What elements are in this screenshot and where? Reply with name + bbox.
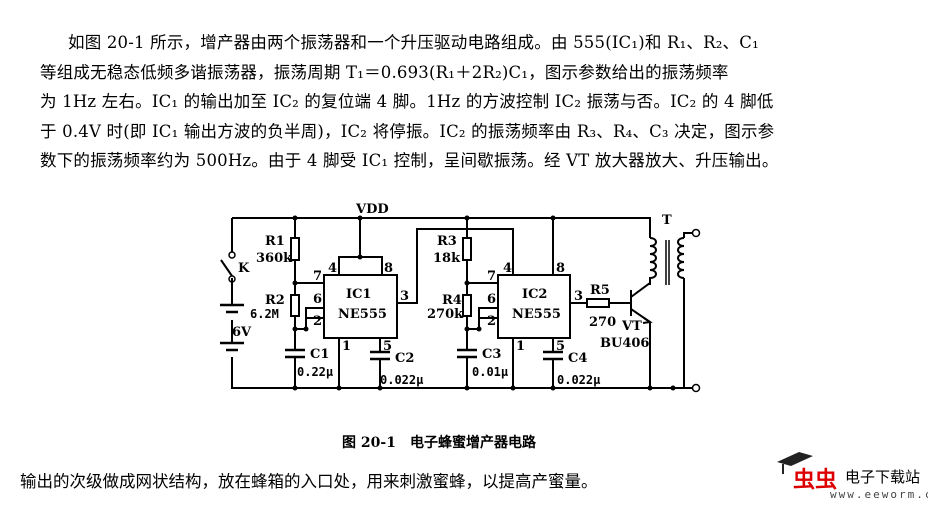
battery-label: 6V: [232, 325, 252, 340]
resistor-r2: [290, 294, 300, 317]
battery: [220, 303, 244, 352]
pin-labels: 7 6 2 4 8 3 1 5 7 6 2 4 8 3 1 5: [313, 261, 583, 354]
r3-value: 18k: [433, 251, 461, 266]
pin-label: 1: [516, 339, 525, 354]
watermark-name: 电子下载站: [845, 468, 921, 486]
body-paragraph: 如图 20-1 所示，增产器由两个振荡器和一个升压驱动电路组成。由 555(IC…: [40, 28, 920, 176]
closing-text: 输出的次级做成网状结构，放在蜂箱的入口处，用来刺激蜜蜂，以提高产蜜量。: [20, 472, 598, 491]
watermark-logo: 虫虫 电子下载站 www.eeworm.com: [775, 448, 928, 506]
pin-label: 7: [313, 269, 322, 284]
junctions: [292, 215, 676, 391]
transformer-label: T: [662, 213, 672, 228]
resistor-r5: [586, 298, 610, 308]
r1-name: R1: [265, 234, 285, 249]
pin-label: 8: [384, 261, 393, 276]
pin-label: 2: [313, 314, 322, 329]
pin-label: 7: [487, 269, 496, 284]
c2-name: C2: [395, 351, 414, 366]
ic1-box: [323, 274, 398, 339]
pin-label: 2: [487, 314, 496, 329]
pin-label: 1: [342, 339, 351, 354]
paragraph-line: 为 1Hz 左右。IC₁ 的输出加至 IC₂ 的复位端 4 脚。1Hz 的方波控…: [40, 92, 774, 111]
pin-label: 6: [487, 292, 496, 307]
pin-label: 4: [503, 261, 512, 276]
pin-label: 5: [556, 339, 565, 354]
c3-name: C3: [482, 347, 501, 362]
pin-label: 5: [383, 339, 392, 354]
paragraph-line: 等组成无稳态低频多谐振荡器，振荡周期 T₁＝0.693(R₁＋2R₂)C₁，图示…: [40, 62, 729, 82]
c4-value: 0.022μ: [557, 373, 600, 387]
c2-value: 0.022μ: [380, 373, 423, 387]
r4-value: 270k: [427, 307, 464, 322]
r1-value: 360k: [256, 251, 293, 266]
paragraph-line: 数下的振荡频率约为 500Hz。由于 4 脚受 IC₁ 控制，呈间歇振荡。经 V…: [40, 151, 779, 170]
r5-value: 270: [589, 315, 616, 330]
ic1-part: NE555: [338, 307, 387, 322]
ic2-part: NE555: [512, 307, 561, 322]
c1-value: 0.22μ: [297, 365, 333, 379]
c1-name: C1: [310, 347, 329, 362]
ic2-box: [497, 274, 571, 339]
c3-value: 0.01μ: [472, 365, 508, 379]
resistor-r4: [462, 294, 472, 317]
pin-label: 4: [328, 261, 337, 276]
pin-label: 3: [400, 289, 409, 304]
watermark-brand: 虫虫: [793, 468, 838, 493]
capacitors: [285, 348, 563, 361]
r5-name: R5: [590, 283, 610, 298]
resistor-r1: [290, 237, 300, 261]
paragraph-line: 于 0.4V 时(即 IC₁ 输出方波的负半周)，IC₂ 将停振。IC₂ 的振荡…: [40, 121, 775, 141]
pin-label: 6: [313, 292, 322, 307]
resistors: [290, 237, 610, 317]
paragraph-line: 如图 20-1 所示，增产器由两个振荡器和一个升压驱动电路组成。由 555(IC…: [68, 33, 759, 52]
pin-label: 3: [574, 289, 583, 304]
wires: [231, 217, 701, 393]
figure-caption: 图 20-1 电子蜂蜜增产器电路: [342, 435, 536, 451]
vt-name: VT: [621, 319, 642, 334]
r2-value: 6.2M: [250, 307, 279, 321]
r3-name: R3: [437, 234, 457, 249]
switch-label: K: [238, 261, 250, 276]
ic1-name: IC1: [346, 287, 371, 302]
r4-name: R4: [442, 293, 462, 308]
switch-k: [220, 251, 236, 283]
graduation-cap-icon: [777, 452, 813, 474]
c4-name: C4: [568, 351, 587, 366]
watermark-url: www.eeworm.com: [830, 488, 928, 501]
pin-label: 8: [556, 261, 565, 276]
ic2-name: IC2: [522, 287, 547, 302]
vt-part: BU406: [600, 336, 649, 351]
resistor-r3: [462, 237, 472, 261]
r2-name: R2: [265, 293, 285, 308]
vdd-label: VDD: [355, 202, 389, 217]
